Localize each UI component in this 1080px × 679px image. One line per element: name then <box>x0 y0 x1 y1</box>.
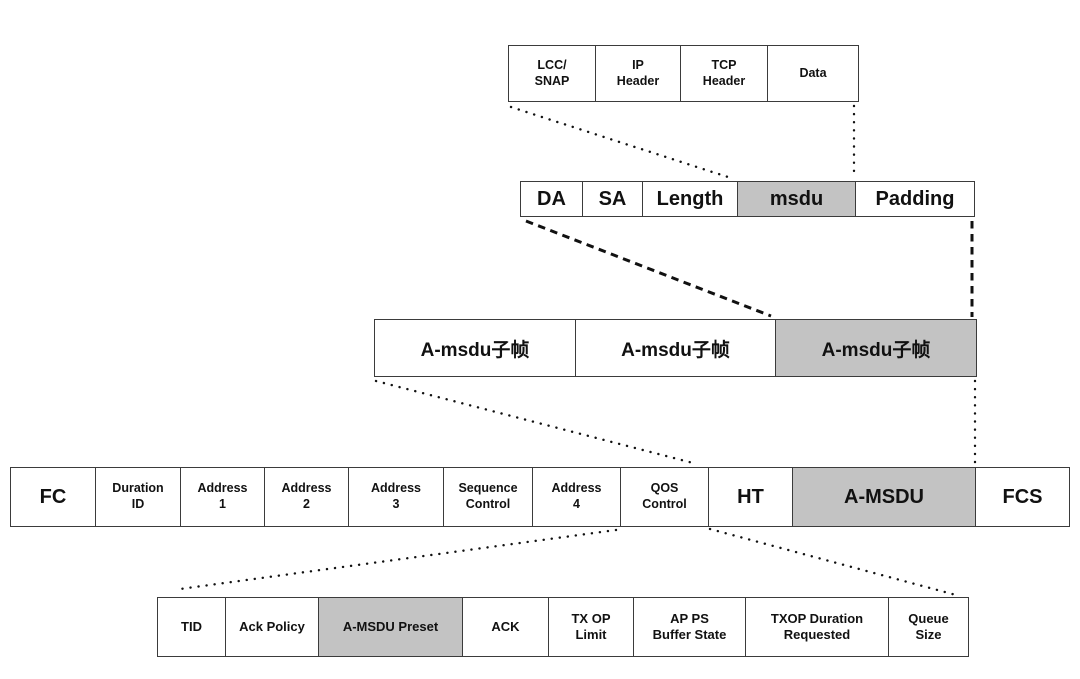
field-label: A-msdu子帧 <box>420 339 530 361</box>
field-amsdu-subframe-2: A-msdu子帧 <box>576 320 776 376</box>
field-fc: FC <box>11 468 96 526</box>
field-label: Length <box>656 187 724 210</box>
mac-frame-row: FC Duration ID Address 1 Address 2 Addre… <box>10 467 1070 527</box>
field-length: Length <box>643 182 738 216</box>
field-ht: HT <box>709 468 793 526</box>
field-label: ACK <box>491 618 520 634</box>
field-sequence-control: Sequence Control <box>444 468 533 526</box>
field-label: Padding <box>875 187 955 210</box>
field-address-4: Address 4 <box>533 468 621 526</box>
field-data: Data <box>768 46 858 101</box>
connector-payload-to-msdu-left <box>509 105 733 180</box>
field-tcp-header: TCP Header <box>681 46 768 101</box>
connector-qos-expand-left <box>178 528 618 591</box>
field-label: HT <box>737 485 764 508</box>
field-label: DA <box>537 187 566 210</box>
amsdu-subframe-structure-row: DA SA Length msdu Padding <box>520 181 975 217</box>
field-label: TXOP Duration Requested <box>770 610 864 642</box>
field-queue-size: Queue Size <box>889 598 968 656</box>
qos-control-field-row: TID Ack Policy A-MSDU Preset ACK TX OP L… <box>157 597 969 657</box>
field-amsdu-preset: A-MSDU Preset <box>319 598 463 656</box>
field-msdu: msdu <box>738 182 856 216</box>
field-duration-id: Duration ID <box>96 468 181 526</box>
field-sa: SA <box>583 182 643 216</box>
field-address-2: Address 2 <box>265 468 349 526</box>
field-label: Ack Policy <box>239 618 305 634</box>
field-address-3: Address 3 <box>349 468 444 526</box>
field-amsdu-subframe-3: A-msdu子帧 <box>776 320 976 376</box>
field-label: LCC/ SNAP <box>534 57 570 88</box>
field-label: TCP Header <box>702 57 746 88</box>
connector-msdu-to-subframe-left <box>525 219 772 318</box>
field-lcc-snap: LCC/ SNAP <box>509 46 596 101</box>
connector-subframes-to-amsdu-left <box>374 379 699 466</box>
field-label: A-MSDU <box>844 485 924 508</box>
field-amsdu: A-MSDU <box>793 468 976 526</box>
field-label: FC <box>39 485 67 508</box>
field-label: IP Header <box>616 57 660 88</box>
field-label: TID <box>181 618 202 634</box>
field-tid: TID <box>158 598 226 656</box>
field-amsdu-subframe-1: A-msdu子帧 <box>375 320 576 376</box>
field-label: msdu <box>769 187 824 210</box>
field-label: AP PS Buffer State <box>652 610 727 642</box>
connector-qos-expand-right <box>708 527 958 597</box>
field-address-1: Address 1 <box>181 468 265 526</box>
field-label: Data <box>799 65 827 80</box>
field-label: A-MSDU Preset <box>342 618 439 634</box>
field-ack-policy: Ack Policy <box>226 598 319 656</box>
field-label: Queue Size <box>908 610 949 642</box>
field-label: Sequence Control <box>458 481 518 511</box>
field-fcs: FCS <box>976 468 1069 526</box>
field-label: QOS Control <box>642 481 687 511</box>
field-txop-duration-requested: TXOP Duration Requested <box>746 598 889 656</box>
field-label: SA <box>598 187 627 210</box>
field-ip-header: IP Header <box>596 46 681 101</box>
field-ap-ps-buffer-state: AP PS Buffer State <box>634 598 746 656</box>
field-label: Address 2 <box>281 481 332 511</box>
field-label: Duration ID <box>112 481 164 511</box>
field-ack: ACK <box>463 598 549 656</box>
field-label: TX OP Limit <box>571 610 611 642</box>
field-label: FCS <box>1002 485 1043 508</box>
amsdu-aggregate-row: A-msdu子帧 A-msdu子帧 A-msdu子帧 <box>374 319 977 377</box>
msdu-payload-row: LCC/ SNAP IP Header TCP Header Data <box>508 45 859 102</box>
field-da: DA <box>521 182 583 216</box>
field-label: Address 4 <box>551 481 602 511</box>
field-label: Address 1 <box>197 481 248 511</box>
field-label: A-msdu子帧 <box>621 339 730 361</box>
field-qos-control: QOS Control <box>621 468 709 526</box>
field-padding: Padding <box>856 182 974 216</box>
field-txop-limit: TX OP Limit <box>549 598 634 656</box>
field-label: Address 3 <box>370 481 422 511</box>
field-label: A-msdu子帧 <box>821 339 931 361</box>
